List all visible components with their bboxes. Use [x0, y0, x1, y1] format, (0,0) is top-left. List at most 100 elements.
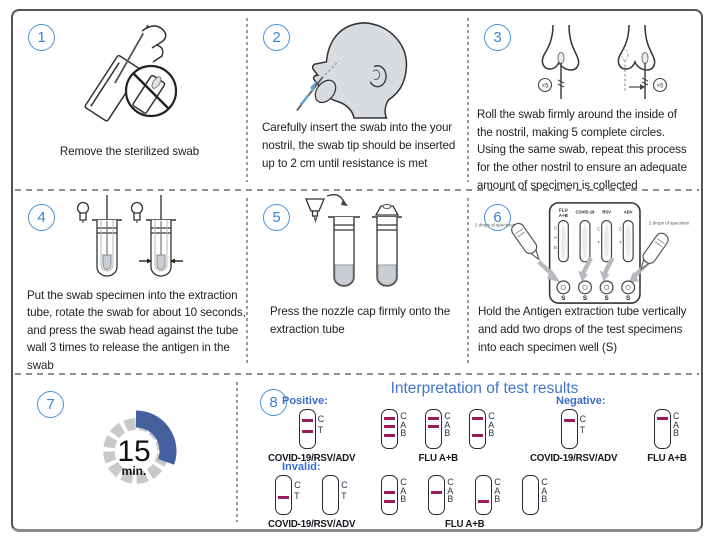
strip-letter: A	[444, 419, 451, 430]
strip-letter: A	[494, 485, 501, 496]
row-divider	[15, 373, 699, 375]
test-line	[428, 425, 440, 429]
strip-letter: C	[317, 413, 325, 424]
test-strip	[425, 409, 443, 449]
drops-note-right: 2 drops of specimen	[649, 221, 690, 226]
test-line	[656, 416, 668, 420]
roll-swab-illustration: ×5 ×5	[537, 24, 668, 99]
step-3-badge: 3	[484, 24, 511, 51]
test-strip	[475, 475, 493, 515]
slot3-letter-c: C	[597, 226, 601, 231]
strip-group-caption: COVID-19/RSV/ADV	[530, 453, 618, 464]
strip-letter: C	[672, 411, 680, 421]
strip-letter: B	[541, 494, 548, 504]
cassette-col-rsv: RSV	[602, 210, 611, 215]
strip-letter: A	[400, 485, 407, 496]
well-label: S	[561, 295, 565, 302]
strip-letter: B	[488, 428, 495, 438]
results-title: Interpretation of test results	[390, 380, 579, 397]
step-5-badge: 5	[263, 204, 290, 231]
strip-letter: C	[447, 477, 454, 487]
step-1-panel: 1 Remove th	[13, 11, 246, 189]
slot1-letter-b: B	[554, 245, 557, 250]
column-divider	[246, 18, 248, 182]
times-5-label: ×5	[657, 83, 665, 89]
insert-swab-illustration	[296, 22, 408, 119]
well-label: S	[583, 295, 587, 302]
step-2-badge: 2	[263, 24, 290, 51]
timer-unit: min.	[122, 464, 147, 478]
test-line	[431, 491, 443, 495]
test-line	[384, 433, 396, 437]
test-line	[563, 419, 575, 423]
step-4-badge: 4	[28, 204, 55, 231]
test-line	[472, 433, 484, 437]
strip-letter: C	[494, 477, 501, 487]
test-cassette-illustration: FLU A+B COVID-19 RSV ADV C A	[475, 202, 690, 304]
result-section-label: Negative:	[556, 395, 606, 407]
drops-note-left: 2 drops of specimen	[475, 222, 516, 227]
test-line	[428, 416, 440, 420]
step-2-caption: Carefully insert the swab into the your …	[262, 121, 456, 171]
strip-letter: T	[579, 424, 586, 435]
strip-group-caption: COVID-19/RSV/ADV	[268, 519, 356, 530]
step-1-badge: 1	[28, 24, 55, 51]
slot3-letter-t: T	[597, 240, 600, 245]
cassette-col-flu: FLU	[559, 208, 568, 213]
test-strip	[322, 475, 340, 515]
remove-swab-illustration	[84, 24, 178, 122]
step-number: 1	[37, 29, 46, 46]
timer-value: 15	[117, 435, 150, 468]
strip-letter: C	[488, 411, 495, 421]
test-line	[472, 416, 484, 420]
test-strip	[469, 409, 487, 449]
strip-group-caption: FLU A+B	[418, 453, 459, 464]
step-number: 5	[272, 209, 281, 226]
step-8-panel: 8 Interpretation of test results Positiv…	[238, 375, 701, 530]
strip-group-caption: COVID-19/RSV/ADV	[268, 453, 356, 464]
step-number: 8	[269, 394, 278, 411]
strip-letter: B	[400, 494, 407, 504]
test-strip	[381, 475, 399, 515]
step-number: 7	[46, 396, 55, 413]
strip-letter: T	[341, 490, 347, 501]
slot4-letter-t: T	[619, 240, 622, 245]
strip-group-caption: FLU A+B	[445, 519, 485, 530]
test-line	[301, 430, 313, 434]
strip-letter: C	[579, 413, 587, 424]
step-5-caption: Press the nozzle cap firmly onto the ext…	[270, 305, 451, 337]
cassette-col-adv: ADV	[624, 210, 633, 215]
strip-letter: B	[672, 428, 679, 438]
step-2-panel: 2 Carefully insert the swab into the you…	[248, 11, 467, 189]
step-3-panel: 3 ×5	[469, 11, 697, 192]
test-strip	[428, 475, 446, 515]
strip-letter: C	[400, 411, 407, 421]
strip-letter: A	[541, 485, 548, 496]
test-strip	[381, 409, 399, 449]
test-line	[384, 416, 396, 420]
